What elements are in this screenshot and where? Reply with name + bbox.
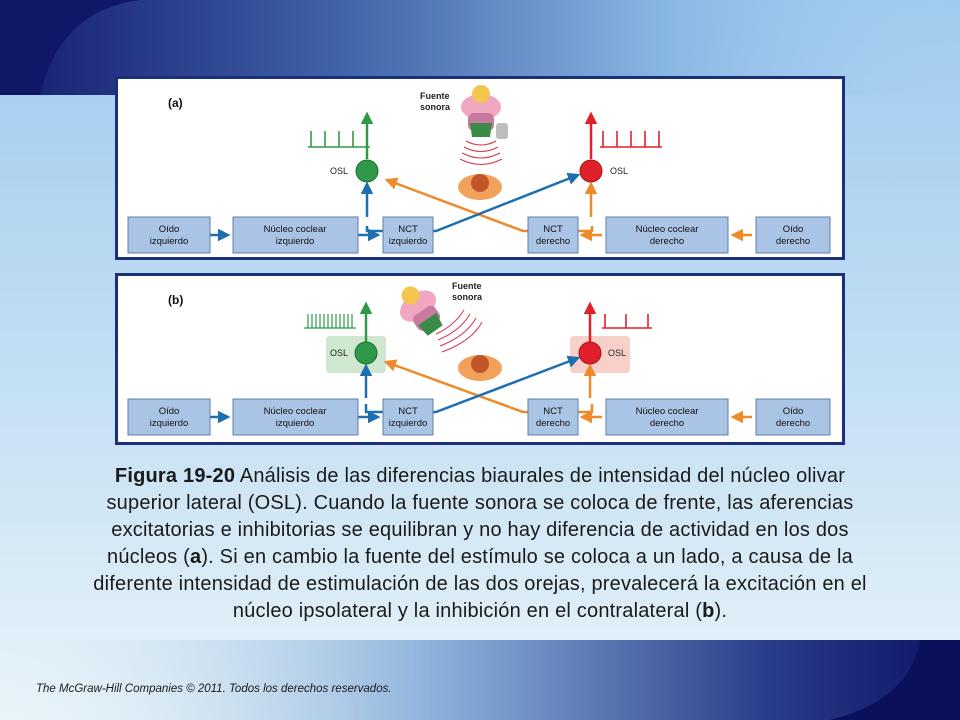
osl-left-label: OSL <box>330 348 348 358</box>
sound-waves-icon <box>435 309 483 353</box>
left-osl-nucleus <box>355 159 379 183</box>
caption-text-1: Análisis de las diferencias biaurales de… <box>106 465 854 568</box>
osl-right-label: OSL <box>608 348 626 358</box>
caption-text-3: ). <box>714 600 728 622</box>
diagram-panel-a: (a) Fuente sonora <box>115 76 845 260</box>
spike-train-left <box>308 131 370 148</box>
spike-train-right-sparse <box>602 314 652 329</box>
right-osl-nucleus <box>579 159 603 183</box>
osl-left-label: OSL <box>330 166 348 176</box>
spike-train-right <box>600 131 662 148</box>
figure-number: Figura 19-20 <box>114 465 236 487</box>
osl-right-label: OSL <box>610 166 628 176</box>
figure-caption: Figura 19-20 Análisis de las diferencias… <box>92 463 868 625</box>
panel-label: (b) <box>168 293 183 307</box>
listener-head-icon <box>458 355 502 381</box>
caption-text-2: ). Si en cambio la fuente del estímulo s… <box>93 546 867 622</box>
sound-waves-icon <box>459 140 503 165</box>
left-osl-nucleus <box>354 341 378 365</box>
caption-ref-b: b <box>702 600 715 622</box>
copyright-footer: The McGraw-Hill Companies © 2011. Todos … <box>36 683 392 695</box>
sound-source-person-icon <box>399 286 443 336</box>
panel-label: (a) <box>168 96 183 110</box>
listener-head-icon <box>458 174 502 200</box>
sound-source-person-icon <box>461 85 508 139</box>
diagram-panel-b: (b) Fuente sonora <box>115 273 845 445</box>
caption-ref-a: a <box>189 546 202 568</box>
sound-source-label: Fuente sonora <box>452 281 484 302</box>
sound-source-label: Fuente sonora <box>420 91 452 112</box>
right-osl-nucleus <box>578 341 602 365</box>
spike-train-left-dense <box>304 314 356 329</box>
